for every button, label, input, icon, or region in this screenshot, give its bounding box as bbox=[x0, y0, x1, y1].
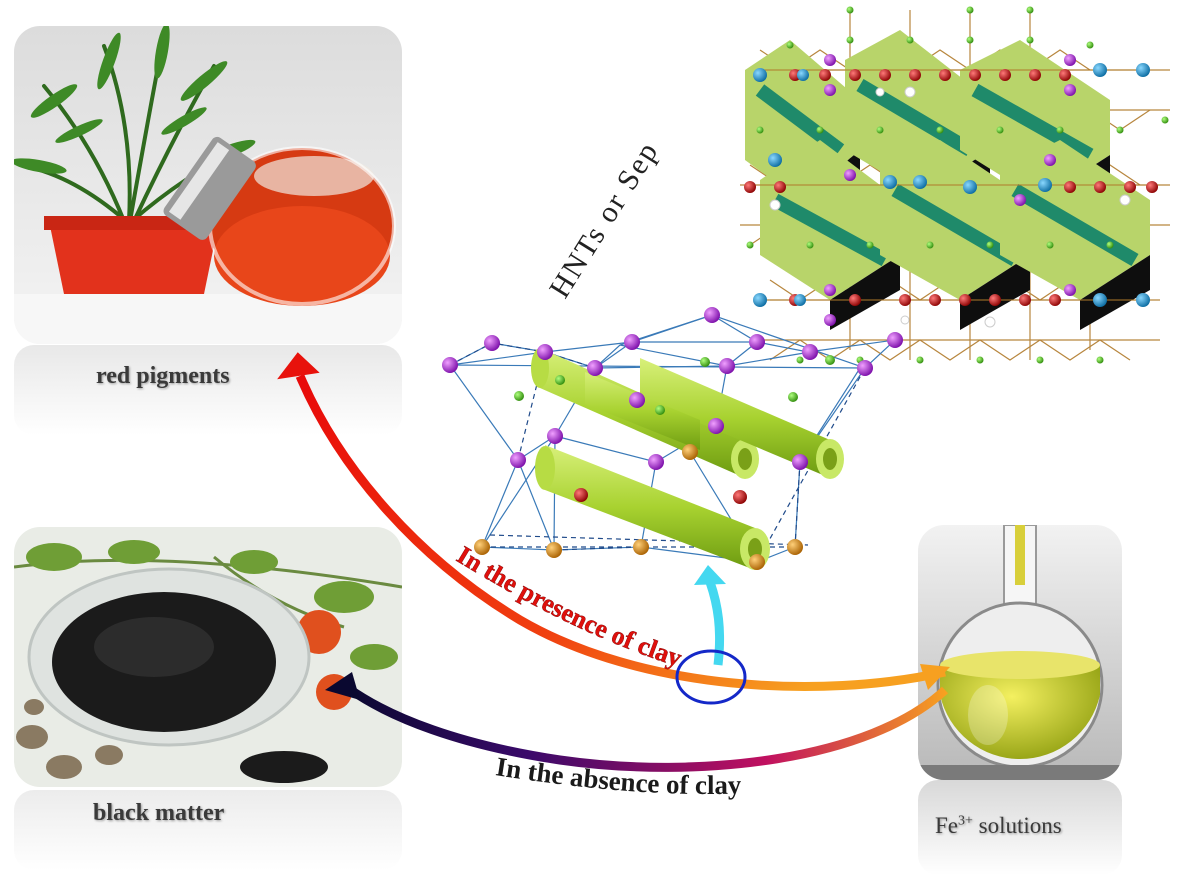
presence-arrow bbox=[277, 352, 950, 691]
round-flask-icon bbox=[936, 525, 1104, 769]
nanotube-lattice bbox=[442, 307, 903, 570]
presence-label: In the presence of clay bbox=[452, 540, 686, 672]
clay-crystal-structure bbox=[740, 6, 1170, 364]
black-powder-bowl-icon bbox=[27, 567, 328, 783]
fe-solutions-reflection bbox=[918, 780, 1122, 875]
fe-charge: 3+ bbox=[958, 813, 973, 829]
fe-solutions-photo bbox=[918, 525, 1122, 780]
plant-pot-icon bbox=[14, 26, 256, 294]
red-pigments-caption: red pigments bbox=[96, 363, 230, 389]
fe-symbol: Fe bbox=[935, 813, 958, 838]
hnts-sep-label: HNTs or Sep bbox=[543, 135, 665, 304]
pigment-jar-icon bbox=[163, 136, 396, 306]
fe-solutions-word: solutions bbox=[972, 813, 1062, 838]
black-matter-reflection bbox=[14, 790, 402, 870]
absence-arrow bbox=[325, 672, 949, 772]
red-pigments-reflection bbox=[14, 345, 402, 435]
clay-pointer-arrow bbox=[694, 565, 726, 666]
black-matter-photo bbox=[14, 527, 402, 787]
clay-highlight-ring bbox=[675, 649, 747, 705]
absence-label: In the absence of clay bbox=[494, 751, 742, 800]
black-matter-caption: black matter bbox=[93, 800, 225, 826]
presence-label-path: In the presence of clay bbox=[452, 540, 686, 673]
red-pigments-photo bbox=[14, 26, 402, 344]
fe-solutions-caption: Fe3+ solutions bbox=[935, 813, 1062, 839]
absence-label-path: In the absence of clay bbox=[494, 751, 742, 800]
